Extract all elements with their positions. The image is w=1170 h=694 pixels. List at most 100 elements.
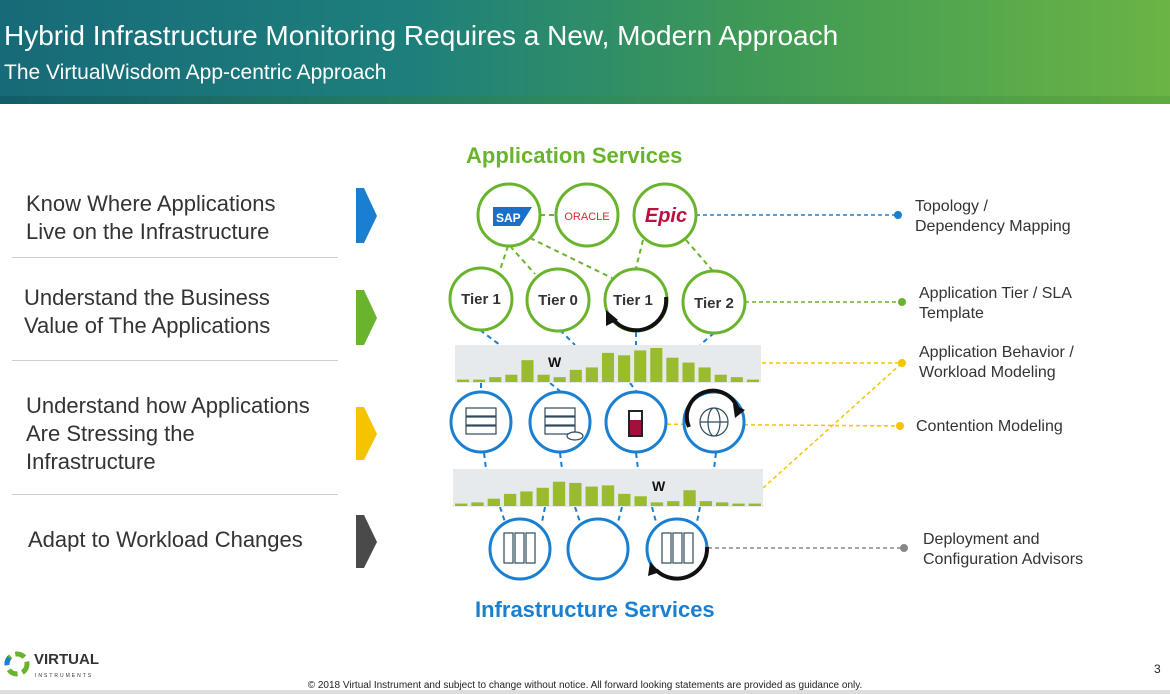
line: Dependency Mapping xyxy=(915,218,1071,235)
workload-bar xyxy=(748,503,761,506)
app-circle-epic xyxy=(632,182,698,248)
line: Understand the Business xyxy=(24,285,270,310)
workload-bar xyxy=(730,377,743,382)
virtual-instruments-logo: VIRTUAL INSTRUMENTS xyxy=(4,651,99,679)
line: Understand how Applications xyxy=(26,393,310,418)
workload-bar xyxy=(650,348,663,382)
application-services-title: Application Services xyxy=(466,143,683,168)
workload-bar xyxy=(618,493,631,506)
workload-bar xyxy=(601,485,615,506)
tier-label: Tier 1 xyxy=(461,291,501,308)
dot-app-tier xyxy=(898,298,906,306)
label-topology: Topology / Dependency Mapping xyxy=(915,197,1071,237)
divider xyxy=(12,257,338,258)
dot-contention xyxy=(896,422,904,430)
refresh-arrow-icon xyxy=(654,546,710,581)
workload-bar xyxy=(552,481,566,506)
label-contention: Contention Modeling xyxy=(916,417,1063,437)
logo-text: VIRTUAL xyxy=(34,651,99,668)
arrowhead xyxy=(606,310,618,326)
line: Topology / xyxy=(915,198,988,215)
slide-title: Hybrid Infrastructure Monitoring Require… xyxy=(4,20,839,51)
workload-bar xyxy=(634,496,647,506)
workload-bar xyxy=(487,498,500,506)
header-strip xyxy=(0,96,1170,104)
label-app-tier: Application Tier / SLA Template xyxy=(919,284,1072,324)
line: Application Tier / SLA xyxy=(919,285,1072,302)
divider xyxy=(12,494,338,495)
line: Infrastructure xyxy=(26,449,156,474)
arrow-blue xyxy=(356,188,377,243)
sap-logo xyxy=(493,207,532,226)
tier-label: Tier 0 xyxy=(538,292,578,309)
storage-array-icon xyxy=(661,532,694,564)
sap-logo-text: SAP xyxy=(496,211,521,225)
workload-bar xyxy=(537,374,550,382)
workload-bar xyxy=(683,490,696,506)
arrow-gray xyxy=(356,515,377,568)
arrow-yellow xyxy=(356,407,377,460)
workload-bar xyxy=(682,362,695,382)
globe-icon xyxy=(699,407,729,437)
dot-deployment xyxy=(900,544,908,552)
tier-circle-2 xyxy=(525,267,591,333)
server-rack-icon xyxy=(465,407,497,435)
storage-array-icon xyxy=(503,532,536,564)
line: Know Where Applications xyxy=(26,191,276,216)
line: Template xyxy=(919,305,984,322)
footer-copyright: © 2018 Virtual Instrument and subject to… xyxy=(307,680,863,691)
app-circle-oracle xyxy=(554,182,620,248)
label-behavior: Application Behavior /Workload Modeling xyxy=(919,343,1074,383)
left-item-adapt: Adapt to Workload Changes xyxy=(28,526,303,554)
workload-bar xyxy=(699,501,713,506)
workload-bar xyxy=(457,379,470,382)
workload-bar xyxy=(455,503,468,506)
line: Workload Modeling xyxy=(919,364,1056,381)
line: Live on the Infrastructure xyxy=(26,219,270,244)
workload-bar xyxy=(505,374,518,382)
refresh-arrow-icon xyxy=(684,388,740,428)
tier-label: Tier 2 xyxy=(694,295,734,312)
divider xyxy=(12,360,338,361)
dot-behavior xyxy=(898,359,906,367)
storage-volume-icon xyxy=(628,410,643,437)
line: Value of The Applications xyxy=(24,313,271,338)
workload-bar xyxy=(473,379,486,382)
workload-bar xyxy=(618,355,631,382)
workload-bar xyxy=(746,379,759,382)
line: Configuration Advisors xyxy=(923,551,1084,568)
tier-circle-1 xyxy=(448,266,514,332)
workload-bar xyxy=(650,502,664,506)
arrowhead xyxy=(733,404,745,418)
slide-header xyxy=(0,0,1170,104)
line: Contention Modeling xyxy=(916,418,1063,435)
workload-bar xyxy=(666,357,679,382)
workload-bar xyxy=(585,367,598,382)
line: Adapt to Workload Changes xyxy=(28,527,303,552)
tier-label: Tier 1 xyxy=(613,292,653,309)
workload-bar xyxy=(521,360,534,382)
workload-bar xyxy=(698,367,711,382)
refresh-arrow-icon xyxy=(610,296,669,333)
workload-bar xyxy=(569,369,582,382)
oracle-logo-text: ORACLE xyxy=(564,211,609,223)
line: Deployment and xyxy=(923,531,1040,548)
logo-subtext: INSTRUMENTS xyxy=(35,673,93,679)
workload-bar xyxy=(585,486,598,506)
line: Are Stressing the xyxy=(26,421,195,446)
dot-topology xyxy=(894,211,902,219)
workload-marker: W xyxy=(548,354,562,370)
workload-bar xyxy=(569,482,582,506)
workload-bar xyxy=(489,377,502,382)
workload-bar xyxy=(601,352,615,382)
tier-circle-4 xyxy=(681,269,747,335)
arrow-green xyxy=(356,290,377,345)
workload-bar xyxy=(471,502,484,506)
workload-bar xyxy=(553,377,566,382)
workload-bar xyxy=(714,374,727,382)
